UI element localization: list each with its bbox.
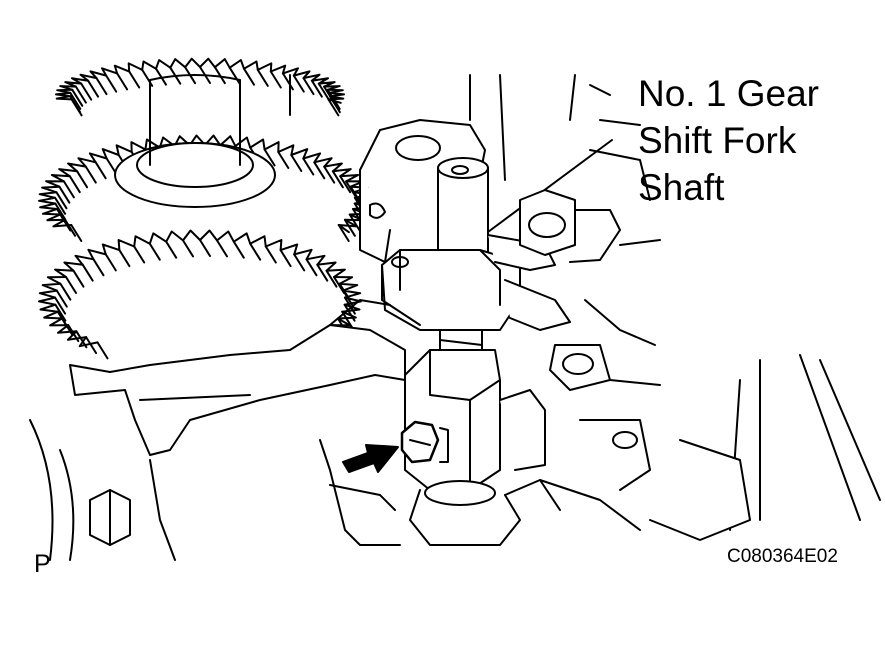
gear-tooth — [55, 191, 68, 210]
pointer-arrow — [342, 444, 399, 473]
gear-tooth — [256, 68, 269, 87]
gear-tooth — [243, 67, 255, 86]
gear-tooth — [74, 85, 87, 104]
gear-tooth — [279, 249, 292, 268]
gear-tooth — [104, 253, 117, 272]
gear-tooth — [81, 263, 94, 282]
gear-tooth — [199, 239, 211, 257]
gear-tooth — [69, 91, 82, 110]
gear-tooth — [96, 341, 109, 360]
upper-shaft-lines — [289, 74, 611, 181]
lower-left-parts — [29, 419, 401, 561]
gear-tooth — [155, 67, 167, 86]
gear-tooth — [281, 72, 294, 91]
gear-tooth — [323, 165, 336, 184]
upper-gear — [55, 57, 345, 117]
gear-tooth — [54, 303, 67, 322]
gear-tooth — [277, 151, 290, 169]
gear-outline — [38, 229, 362, 353]
gear-tooth — [249, 242, 262, 261]
gear-tooth — [72, 269, 85, 288]
gear-tooth — [269, 70, 282, 89]
gear-tooth — [54, 296, 67, 315]
gear-tooth — [228, 66, 241, 85]
gear-tooth — [316, 263, 329, 282]
part-callout-label: No. 1 Gear Shift Fork Shaft — [638, 70, 819, 211]
gear-tooth — [92, 258, 105, 277]
lower-bracket — [409, 479, 561, 546]
gear-tooth — [85, 336, 98, 355]
gear-tooth — [263, 148, 276, 167]
gear-tooth — [56, 208, 68, 226]
gear-tooth — [76, 170, 89, 189]
gear-tooth — [71, 88, 84, 107]
figure-code: C080364E02 — [727, 546, 838, 567]
gear-tooth — [148, 242, 161, 261]
gear-tooth — [293, 253, 306, 272]
gear-tooth — [317, 82, 330, 101]
gear-tooth — [133, 245, 146, 264]
gear-tooth — [54, 196, 67, 215]
gear-tooth — [84, 165, 97, 184]
callout-line-1: No. 1 Gear — [638, 73, 819, 114]
gear-tooth — [94, 161, 107, 180]
gear-tooth — [62, 180, 75, 199]
gear-tooth — [68, 175, 81, 194]
gear-tooth — [302, 157, 315, 176]
gear-tooth — [305, 258, 318, 277]
gear-tooth — [327, 98, 340, 117]
gear-tooth — [232, 240, 245, 259]
lock-bolt — [400, 420, 449, 464]
gear-tooth — [95, 77, 108, 96]
gear-tooth — [65, 276, 77, 294]
gear-tooth — [105, 74, 118, 93]
callout-leader-line — [487, 139, 613, 233]
gear-tooth — [339, 175, 352, 194]
gear-tooth — [165, 240, 178, 259]
gear-tooth — [70, 224, 83, 242]
gear-tooth — [348, 213, 361, 232]
shift-fork-arm — [69, 299, 406, 456]
callout-line-2: Shift Fork — [638, 120, 797, 161]
gear-tooth — [331, 170, 344, 189]
gear-tooth — [302, 77, 315, 96]
gear-shaft-hub — [114, 74, 276, 208]
gear-tooth — [116, 72, 129, 91]
gear-tooth — [310, 79, 323, 98]
gear-tooth — [118, 249, 131, 268]
gear-tooth — [337, 224, 350, 242]
gear-tooth — [58, 185, 71, 204]
gear-tooth — [313, 161, 326, 180]
lower-gear — [38, 229, 362, 360]
gear-tooth — [325, 269, 338, 288]
right-housing — [519, 119, 881, 541]
gear-tooth — [216, 239, 228, 258]
gear-tooth — [290, 154, 303, 172]
gear-tooth — [128, 70, 141, 89]
fork-collar — [381, 234, 571, 331]
gear-tooth — [64, 218, 77, 237]
gear-tooth — [343, 218, 356, 237]
gear-tooth — [54, 202, 67, 221]
callout-line-3: Shaft — [638, 167, 725, 208]
gear-tooth — [213, 66, 226, 85]
gear-tooth — [80, 82, 93, 101]
gear-tooth — [264, 245, 277, 264]
gear-outline — [55, 57, 345, 104]
gear-tooth — [59, 282, 72, 301]
view-letter: P — [34, 550, 51, 578]
gear-tooth — [182, 239, 194, 258]
gear-tooth — [55, 289, 68, 308]
gear-tooth — [292, 74, 305, 93]
gear-tooth — [87, 79, 100, 98]
